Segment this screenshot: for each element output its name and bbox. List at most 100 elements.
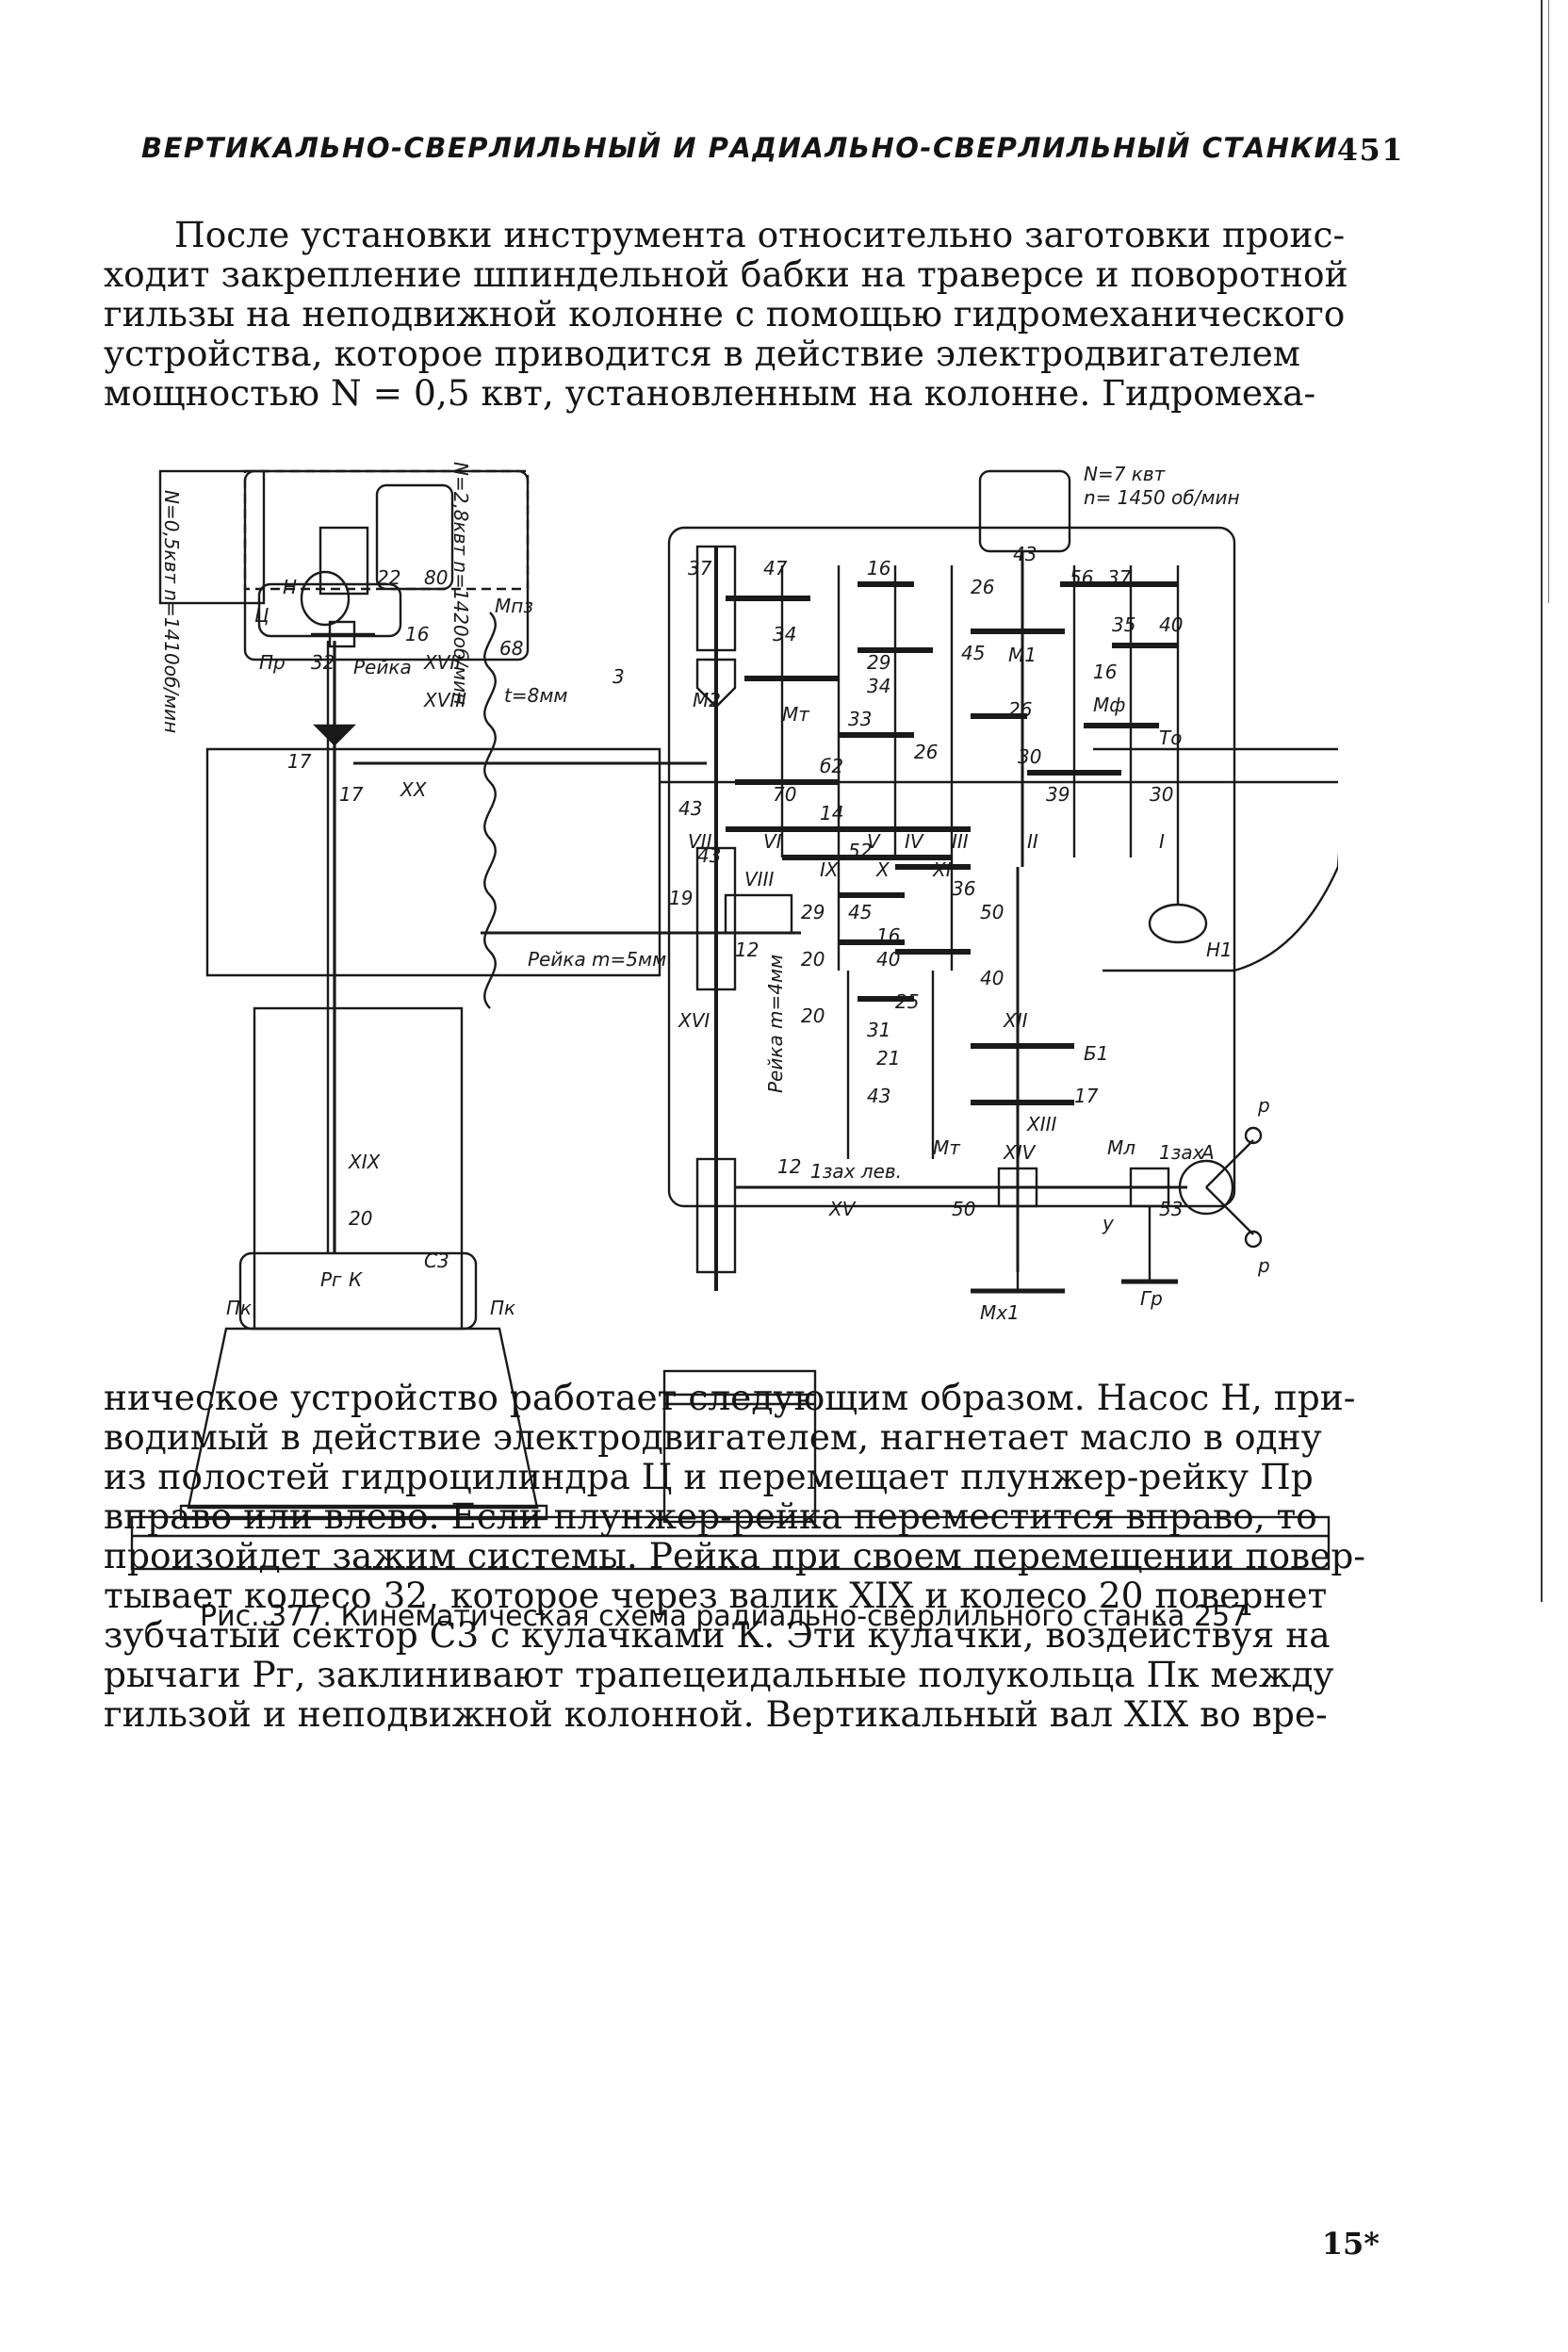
label-sector: С3: [424, 1250, 449, 1272]
label-gear: 17: [339, 783, 364, 806]
label-gear: 45: [961, 642, 985, 664]
label-gear: 56: [1070, 566, 1093, 589]
kinematic-diagram: N=0,5квт n=1410об/мин N=2,8квт n=1420об/…: [122, 443, 1338, 1574]
label-clutch: Мт: [933, 1136, 961, 1159]
label-cylinder: Ц: [254, 604, 270, 627]
page-edge-line-secondary: [1548, 0, 1549, 603]
label-shaft: IV: [905, 830, 924, 853]
paragraph-top: После установки инструмента относительно…: [104, 215, 1395, 413]
spindle-nose: [695, 1157, 737, 1274]
column-pedestal: [187, 1327, 539, 1510]
label-mark: у: [1102, 1212, 1115, 1234]
label-shaft: XVI: [678, 1009, 710, 1032]
label-shaft: XI: [932, 858, 952, 881]
label-gear: 40: [980, 967, 1004, 989]
text-line: зубчатый сектор С3 с кулачками К. Эти ку…: [104, 1614, 1331, 1656]
label-gear: 43: [1013, 543, 1037, 565]
helical-screw: [483, 612, 497, 1009]
label-gear: 12: [777, 1155, 801, 1178]
label-pump: Н1: [1206, 939, 1233, 961]
label-gear: 40: [1159, 613, 1183, 636]
label-mark: 3: [612, 665, 625, 688]
paragraph-bottom: ническое устройство работает следующим о…: [104, 1378, 1395, 1734]
label-gear: 50: [952, 1198, 975, 1220]
label-gear: 40: [876, 948, 900, 971]
label-gear: 35: [1112, 613, 1135, 636]
label-worm: 1зах лев.: [810, 1160, 902, 1183]
text-line: ническое устройство работает следующим о…: [104, 1377, 1356, 1418]
arm: [205, 747, 662, 977]
text-line: из полостей гидроцилиндра Ц и перемещает…: [104, 1456, 1314, 1497]
label-shaft: I: [1159, 830, 1165, 853]
label-shaft: VI: [763, 830, 782, 853]
label-half-ring: Пк: [490, 1297, 515, 1319]
label-gear: 16: [876, 924, 900, 947]
label-gear: 39: [1046, 783, 1070, 806]
motor-mid: [375, 483, 454, 591]
text-line: вправо или влево. Если плунжер-рейка пер…: [104, 1495, 1317, 1537]
label-gear: 31: [867, 1019, 890, 1041]
label-gear: 47: [763, 557, 788, 580]
label-half-ring: Пк: [226, 1297, 252, 1319]
label-plunger: Пр: [259, 651, 286, 674]
running-header: ВЕРТИКАЛЬНО-СВЕРЛИЛЬНЫЙ И РАДИАЛЬНО-СВЕР…: [141, 132, 1404, 179]
label-gear: 14: [820, 802, 843, 825]
page-number: 451: [1336, 132, 1404, 168]
label-gear: 20: [801, 948, 825, 971]
arm-tail: [1093, 747, 1338, 972]
label-gear: 16: [867, 557, 890, 580]
label-brake: То: [1159, 727, 1182, 749]
base-plate: [130, 1515, 1331, 1571]
label-motor-mid: N=2,8квт n=1420об/мин: [449, 462, 472, 705]
label-gear: 80: [424, 566, 448, 589]
label-gear: 30: [1150, 783, 1173, 806]
label-rack: Рейка m=4мм: [764, 955, 787, 1093]
label-shaft: II: [1027, 830, 1038, 853]
label-rack: Рейка: [353, 656, 412, 678]
label-shaft: XX: [400, 778, 428, 801]
motor-small: [318, 526, 369, 596]
label-gear: 37: [1107, 566, 1132, 589]
label-gear: 19: [669, 887, 693, 909]
text-line: рычаги Рг, заклинивают трапецеидальные п…: [104, 1654, 1334, 1695]
label-gear: 34: [773, 623, 796, 645]
label-gear: 52: [848, 840, 872, 862]
label-gear: 26: [971, 576, 994, 598]
label-block: б2: [820, 755, 843, 777]
label-gear: 70: [773, 783, 796, 806]
label-mark: р: [1257, 1254, 1270, 1277]
label-gear: 26: [914, 741, 938, 763]
label-gear: 26: [1008, 698, 1032, 721]
main-motor: [978, 469, 1071, 553]
clamp-unit-housing: [243, 469, 530, 662]
label-worm: 1зах: [1159, 1141, 1204, 1164]
label-gear: 50: [980, 901, 1004, 923]
label-clutch: М1: [1008, 644, 1037, 666]
figure-caption: Рис. 377. Кинематическая схема радиально…: [200, 1600, 1249, 1633]
label-gear: 32: [311, 651, 335, 674]
label-shaft: XIII: [1026, 1113, 1056, 1135]
label-pump: Н: [283, 576, 297, 598]
label-gear: 43: [867, 1085, 890, 1107]
label-clutch: Мпз: [495, 595, 533, 617]
label-shaft: IX: [820, 858, 840, 881]
spindle-sleeve: [695, 846, 737, 991]
label-shaft: VIII: [744, 868, 774, 890]
label-gear: 43: [697, 844, 721, 867]
label-gear: 34: [867, 675, 890, 697]
label-gear: 17: [1074, 1085, 1099, 1107]
label-gear: 16: [405, 623, 429, 645]
text-line: водимый в действие электродвигателем, на…: [104, 1416, 1322, 1458]
label-gear: 16: [1093, 661, 1117, 683]
label-gear: 21: [876, 1047, 900, 1070]
label-lever: Рг: [320, 1268, 342, 1291]
text-line: гильзой и неподвижной колонной. Вертикал…: [104, 1693, 1328, 1735]
label-main-motor-rpm: n= 1450 об/мин: [1084, 486, 1240, 509]
label-gear: 37: [688, 557, 712, 580]
label-shaft: XII: [1003, 1009, 1028, 1032]
label-gear: 33: [848, 708, 872, 730]
label-clutch: Мт: [782, 703, 810, 726]
label-shaft: XIV: [1003, 1141, 1037, 1164]
label-clutch: Мх1: [980, 1301, 1020, 1324]
label-shaft: XVIII: [423, 689, 466, 711]
